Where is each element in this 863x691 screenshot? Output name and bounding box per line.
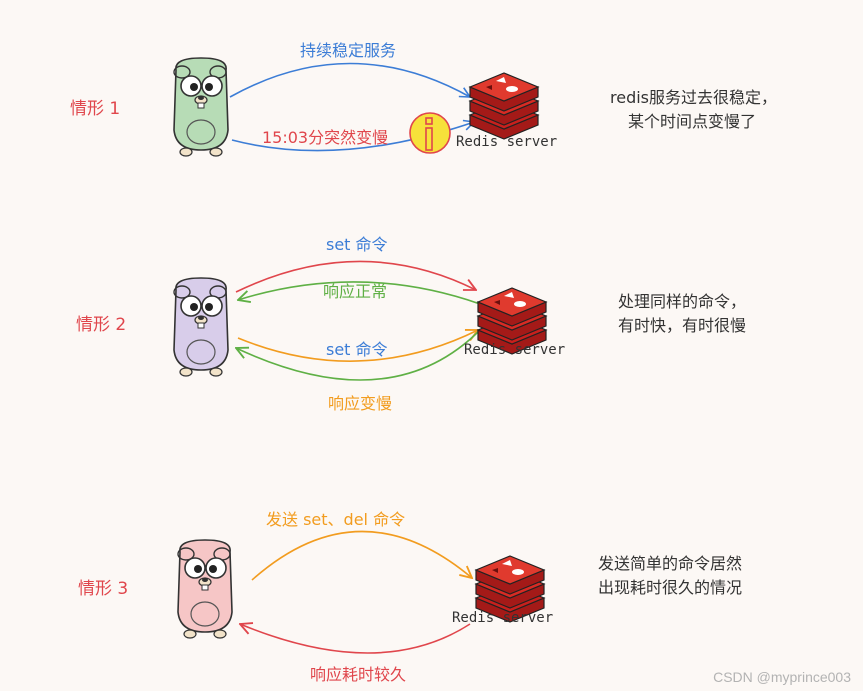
slowdown-label: 15:03分突然变慢 <box>262 128 388 147</box>
case-3: 情形 3 发送 set、del 命令 响应耗时较久 Redis server 发… <box>78 510 742 684</box>
long-response-label: 响应耗时较久 <box>310 665 406 684</box>
stable-service-arrow <box>229 62 470 98</box>
csdn-watermark: CSDN @myprince003 <box>713 669 851 685</box>
set-request-label-1: set 命令 <box>326 235 388 254</box>
redis-server-label: Redis server <box>456 134 557 150</box>
slow-response-label: 响应变慢 <box>328 394 392 413</box>
case-2-note-line-1: 处理同样的命令， <box>618 292 746 311</box>
case-3-label: 情形 3 <box>78 579 128 599</box>
case-1: 情形 1 持续稳定服务 15:03分突然变慢 Redis server redi… <box>70 41 777 157</box>
gopher-mascot-purple <box>173 277 229 377</box>
set-request-arrow-2 <box>237 330 478 362</box>
normal-response-label: 响应正常 <box>323 282 387 301</box>
set-del-request-label: 发送 set、del 命令 <box>266 510 405 529</box>
case-2: 情形 2 set 命令 响应正常 set 命令 响应变慢 Redis serve… <box>76 235 746 413</box>
normal-response-arrow <box>238 281 481 305</box>
gopher-mascot-pink <box>177 539 233 639</box>
case-1-note-line-2: 某个时间点变慢了 <box>628 112 756 131</box>
redis-server-label: Redis server <box>464 342 565 358</box>
set-request-arrow-1 <box>235 260 476 293</box>
stable-service-label: 持续稳定服务 <box>300 41 396 60</box>
set-request-label-2: set 命令 <box>326 340 388 359</box>
redis-logo-icon <box>469 72 539 140</box>
set-del-request-arrow <box>251 530 472 581</box>
case-2-note-line-2: 有时快，有时很慢 <box>618 316 746 335</box>
warning-icon <box>409 112 451 154</box>
slow-response-arrow <box>236 329 481 381</box>
case-1-note-line-1: redis服务过去很稳定， <box>610 88 777 107</box>
case-3-note-line-2: 出现耗时很久的情况 <box>598 578 742 597</box>
redis-server-label: Redis server <box>452 610 553 626</box>
case-3-note-line-1: 发送简单的命令居然 <box>598 554 742 573</box>
case-1-label: 情形 1 <box>70 99 120 119</box>
case-2-label: 情形 2 <box>76 315 126 335</box>
long-response-arrow <box>240 624 471 654</box>
gopher-mascot-green <box>173 57 229 157</box>
